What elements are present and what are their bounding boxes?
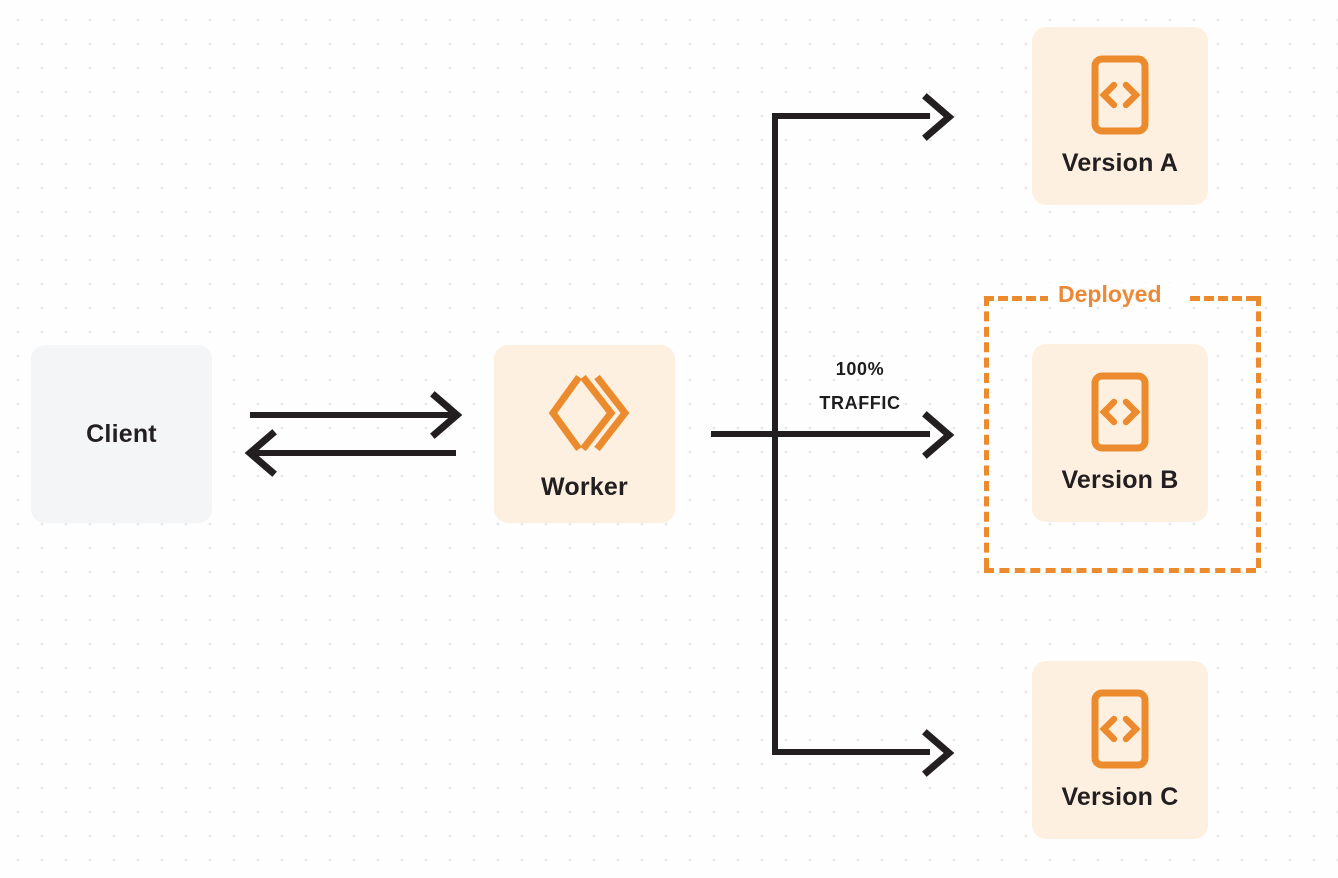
traffic-unit-label: TRAFFIC [819,393,901,414]
code-brackets-document-icon [1090,689,1150,769]
node-version-a-label: Version A [1061,148,1179,177]
node-version-b[interactable]: Version B [1032,344,1208,522]
deployed-group-border-top-right [1190,296,1256,301]
code-brackets-document-icon [1090,372,1150,452]
edge-client-to-worker [250,391,463,439]
node-client[interactable]: Client [31,345,212,523]
node-worker[interactable]: Worker [494,345,675,523]
code-brackets-document-icon [1090,55,1150,135]
node-version-c-label: Version C [1061,782,1179,811]
deployed-group-border-right [1256,296,1261,568]
edge-worker-to-client [244,429,456,477]
node-worker-label: Worker [541,472,628,501]
deployed-group-label: Deployed [1048,283,1172,306]
node-version-b-label: Version B [1061,465,1179,494]
edge-bus-to-version-a [772,93,955,141]
cloudflare-workers-logo-icon [539,367,631,459]
deployed-group-border-top-left [984,296,1050,301]
node-version-a[interactable]: Version A [1032,27,1208,205]
deployed-group-border-bottom [984,568,1256,573]
edge-bus-to-version-c [772,729,955,777]
traffic-percentage-label: 100% TRAFFIC [800,352,920,420]
edge-bus-to-version-b [922,411,955,459]
node-client-label: Client [86,419,157,448]
traffic-percent-value: 100% [835,359,885,379]
node-version-c[interactable]: Version C [1032,661,1208,839]
deployed-group-border-left [984,296,989,568]
deployed-group: Deployed [984,283,1261,573]
